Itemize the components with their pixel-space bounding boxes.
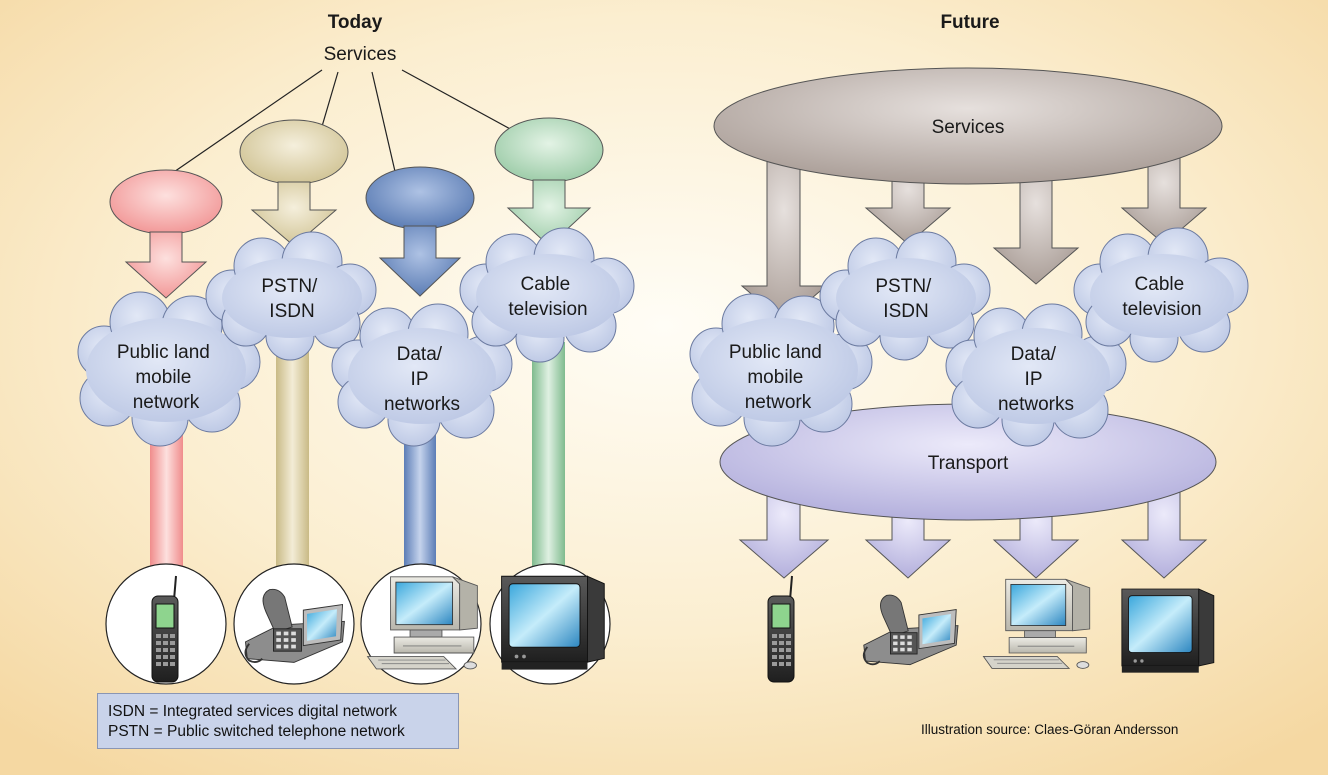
abbreviation-legend: ISDN = Integrated services digital netwo… bbox=[97, 693, 459, 749]
television-icon bbox=[501, 575, 605, 671]
future-pstn-label: PSTN/ ISDN bbox=[875, 276, 936, 322]
future-cable-cloud: Cable television bbox=[1073, 227, 1249, 363]
legend-isdn: ISDN = Integrated services digital netwo… bbox=[108, 703, 398, 720]
today-title: Today bbox=[328, 12, 383, 33]
future-cable-label: Cable television bbox=[1122, 274, 1201, 320]
plmn-label: Public land mobile network bbox=[117, 342, 215, 413]
pstn-service-arrow bbox=[239, 119, 349, 247]
pstn-label: PSTN/ ISDN bbox=[261, 276, 322, 322]
data-service-arrow bbox=[365, 166, 475, 297]
future-panel: Future Services Transport bbox=[689, 12, 1249, 683]
illustration-source: Illustration source: Claes-Göran Anderss… bbox=[921, 722, 1179, 737]
cable-link-bar bbox=[532, 342, 565, 570]
plmn-cloud: Public land mobile network bbox=[77, 291, 261, 447]
future-services: Services bbox=[713, 67, 1223, 323]
future-title: Future bbox=[940, 12, 999, 33]
cable-label: Cable television bbox=[508, 274, 587, 320]
data-cloud: Data/ IP networks bbox=[331, 303, 513, 447]
future-plmn-cloud: Public land mobile network bbox=[689, 293, 873, 447]
future-pstn-cloud: PSTN/ ISDN bbox=[819, 231, 991, 361]
television-icon bbox=[1121, 588, 1215, 674]
pstn-cloud: PSTN/ ISDN bbox=[205, 231, 377, 361]
today-panel: Today Services bbox=[77, 12, 635, 685]
future-services-label: Services bbox=[932, 117, 1005, 138]
mobile-link-bar bbox=[150, 430, 183, 572]
today-services-label: Services bbox=[324, 44, 397, 65]
cable-cloud: Cable television bbox=[459, 227, 635, 363]
cable-service-arrow bbox=[494, 117, 604, 247]
legend-pstn: PSTN = Public switched telephone network bbox=[108, 723, 405, 740]
future-data-label: Data/ IP networks bbox=[998, 344, 1074, 415]
future-plmn-label: Public land mobile network bbox=[729, 342, 827, 413]
future-transport-label: Transport bbox=[928, 453, 1009, 474]
today-devices bbox=[105, 563, 611, 685]
data-label: Data/ IP networks bbox=[384, 344, 460, 415]
mobile-service-arrow bbox=[109, 169, 223, 299]
future-data-cloud: Data/ IP networks bbox=[945, 303, 1127, 447]
pstn-link-bar bbox=[276, 342, 309, 570]
